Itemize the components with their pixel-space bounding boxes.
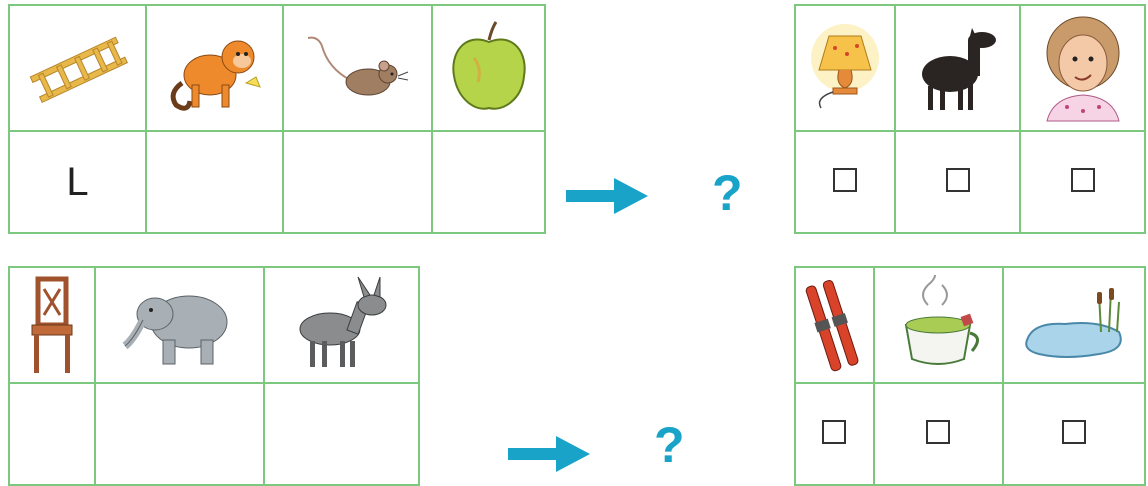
- arrow-right-icon: [508, 436, 590, 472]
- answer-cell[interactable]: [262, 382, 421, 486]
- choice-cell: [1019, 130, 1146, 234]
- choice-checkbox[interactable]: [1061, 419, 1086, 444]
- word-grid-1: L: [7, 4, 546, 234]
- chair-icon: [31, 276, 73, 373]
- elephant-icon: [122, 295, 228, 365]
- answer-cell[interactable]: L: [7, 130, 148, 234]
- choice-cell: [872, 382, 1004, 486]
- ladder-icon: [29, 36, 128, 104]
- skis-icon: [806, 279, 859, 372]
- picture-cell: [262, 266, 421, 384]
- choice-grid-2: [794, 266, 1147, 486]
- picture-cell: [793, 4, 897, 132]
- picture-cell: [1001, 266, 1147, 384]
- answer-cell[interactable]: [145, 130, 285, 234]
- answer-letter: L: [66, 159, 89, 204]
- choice-cell: [1001, 382, 1147, 486]
- picture-cell: [93, 266, 265, 384]
- llama-icon: [921, 28, 996, 110]
- picture-cell: [894, 4, 1022, 132]
- question-mark: ?: [654, 417, 685, 473]
- picture-cell: [145, 4, 285, 132]
- choice-grid-1: [793, 4, 1146, 234]
- choice-cell: [794, 382, 875, 486]
- arrow-right-icon: [566, 178, 648, 214]
- picture-cell: [431, 4, 546, 132]
- donkey-icon: [299, 276, 387, 367]
- answer-cell[interactable]: [282, 130, 434, 234]
- choice-checkbox[interactable]: [1070, 167, 1095, 192]
- choice-cell: [793, 130, 897, 234]
- mouse-icon: [307, 36, 408, 96]
- picture-cell: [8, 266, 96, 384]
- apple-icon: [452, 21, 526, 110]
- choice-checkbox[interactable]: [822, 419, 847, 444]
- pond-icon: [1025, 288, 1122, 358]
- answer-cell[interactable]: [431, 130, 546, 234]
- choice-cell: [894, 130, 1022, 234]
- woman-face-icon: [1045, 16, 1120, 122]
- picture-cell: [282, 4, 434, 132]
- monkey-icon: [170, 40, 261, 111]
- question-mark: ?: [712, 165, 743, 221]
- lamp-icon: [811, 24, 880, 109]
- picture-cell: [7, 4, 148, 132]
- answer-cell[interactable]: [8, 382, 96, 486]
- choice-checkbox[interactable]: [926, 419, 951, 444]
- teacup-icon: [905, 275, 980, 365]
- picture-cell: [794, 266, 875, 384]
- choice-checkbox[interactable]: [833, 167, 858, 192]
- answer-cell[interactable]: [93, 382, 265, 486]
- picture-cell: [1019, 4, 1146, 132]
- choice-checkbox[interactable]: [945, 167, 970, 192]
- picture-cell: [872, 266, 1004, 384]
- word-grid-2: [8, 266, 421, 486]
